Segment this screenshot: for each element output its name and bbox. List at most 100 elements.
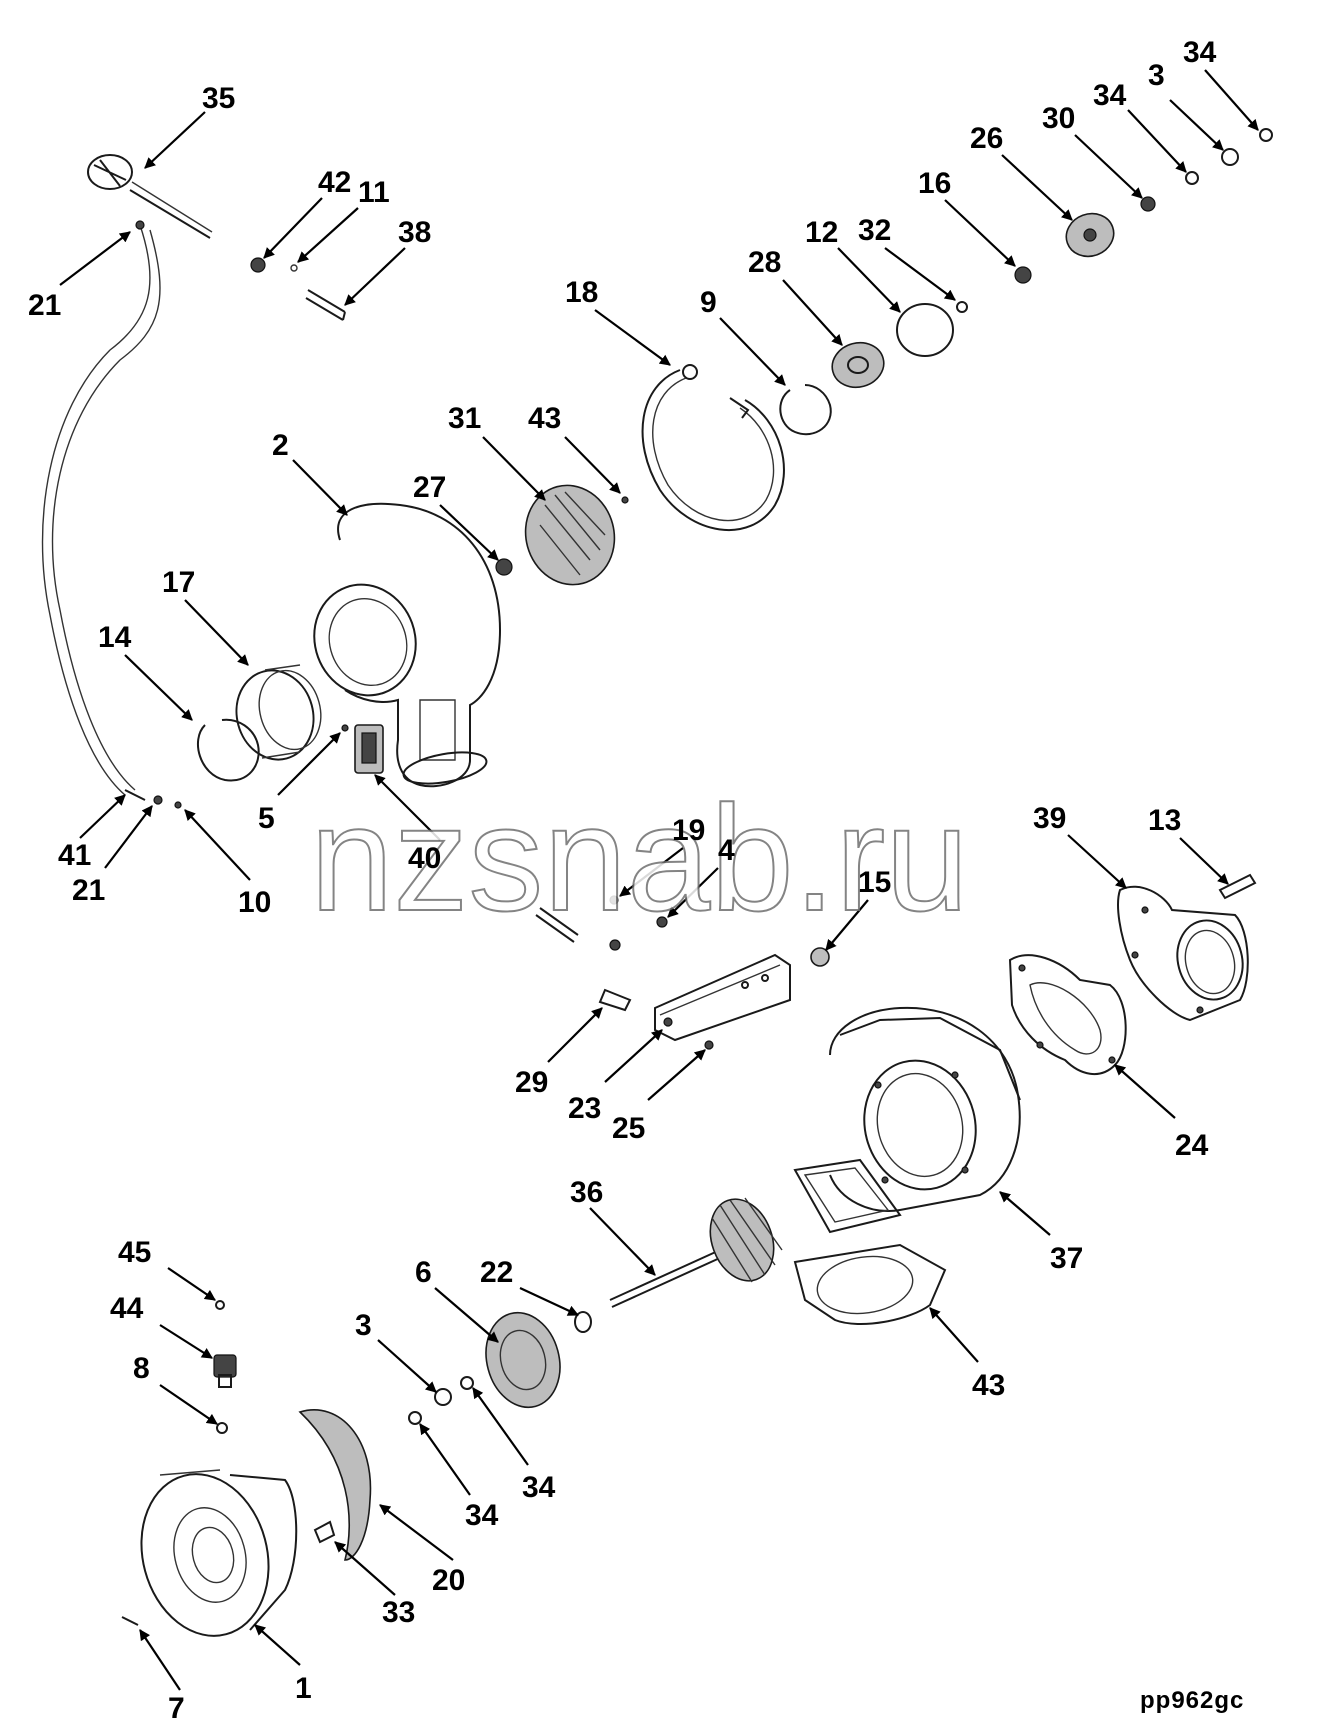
part-27-nut (495, 558, 513, 576)
callout-15: 15 (858, 866, 891, 899)
part-4-nut (656, 916, 668, 928)
part-31-compressor-wheel (524, 484, 616, 586)
callout-43: 43 (972, 1369, 1005, 1402)
callout-13: 13 (1148, 804, 1181, 837)
part-34-ring-lower-b (408, 1411, 422, 1425)
callout-22: 22 (480, 1256, 513, 1289)
callout-30: 30 (1042, 102, 1075, 135)
callout-20: 20 (432, 1564, 465, 1597)
callout-29: 29 (515, 1066, 548, 1099)
callout-37: 37 (1050, 1242, 1083, 1275)
callout-31: 31 (448, 402, 481, 435)
part-26-thrust-collar (1065, 212, 1115, 258)
callout-14: 14 (98, 621, 132, 654)
callout-21: 21 (72, 874, 105, 907)
callout-34: 34 (1093, 79, 1127, 112)
part-38-bolt (305, 289, 346, 321)
part-24-gasket (1008, 954, 1127, 1075)
callout-32: 32 (858, 214, 891, 247)
part-10-screw (174, 801, 182, 809)
part-23-bracket (654, 953, 791, 1042)
callout-39: 39 (1033, 802, 1066, 835)
part-1-bearing-housing (140, 1469, 298, 1637)
leader-arrows (59, 69, 1259, 1691)
part-3-spacer-top (1221, 148, 1239, 166)
callout-labels: 35 34 3 34 30 26 16 32 12 28 9 18 42 11 … (28, 36, 1217, 1725)
part-13-bolt (1218, 873, 1257, 900)
part-44-plug (213, 1354, 237, 1388)
callout-33: 33 (382, 1596, 415, 1629)
callout-34: 34 (465, 1499, 499, 1532)
part-36-turbine-shaft (609, 1197, 783, 1308)
part-42-nut (250, 257, 266, 273)
callout-4: 4 (718, 834, 735, 867)
part-19-stud (535, 907, 579, 943)
part-7-screw (121, 1616, 139, 1626)
oil-drain-hose (51, 229, 161, 791)
callout-41: 41 (58, 839, 91, 872)
part-33-pin (313, 1520, 336, 1544)
callout-38: 38 (398, 216, 431, 249)
parts-artwork (41, 128, 1273, 1637)
callout-6: 6 (415, 1256, 432, 1289)
callout-3: 3 (1148, 59, 1165, 92)
part-43-turbine-gasket (793, 1243, 947, 1326)
part-18-v-band-clamp (641, 364, 785, 531)
part-41-fitting (124, 789, 146, 801)
callout-12: 12 (805, 216, 838, 249)
part-30-nut (1140, 196, 1156, 212)
part-22-piston-ring (574, 1311, 592, 1333)
part-3-spacer-lower (434, 1388, 452, 1406)
part-34-ring-top-b (1259, 128, 1273, 142)
part-5-pin (341, 724, 349, 732)
part-14-snap-ring (196, 718, 260, 782)
drawing-code: pp962gc (1140, 1687, 1244, 1714)
part-34-ring-lower-a (460, 1376, 474, 1390)
callout-9: 9 (700, 286, 717, 319)
part-37-turbine-housing (793, 1006, 1021, 1234)
callout-36: 36 (570, 1176, 603, 1209)
part-9-snap-ring (779, 384, 832, 436)
callout-42: 42 (318, 166, 351, 199)
callout-21: 21 (28, 289, 61, 322)
callout-1: 1 (295, 1672, 312, 1705)
callout-10: 10 (238, 886, 271, 919)
callout-24: 24 (1175, 1129, 1209, 1162)
part-8-o-ring (216, 1422, 228, 1434)
part-32-ring (956, 301, 968, 313)
callout-34: 34 (1183, 36, 1217, 69)
part-34-ring-top-a (1185, 171, 1199, 185)
part-20-oil-deflector (298, 1409, 372, 1561)
part-17-bushing (235, 664, 322, 761)
part-25-nut (704, 1040, 714, 1050)
part-45-washer (215, 1300, 225, 1310)
callout-5: 5 (258, 802, 275, 835)
part-15-plug (810, 947, 830, 967)
callout-16: 16 (918, 167, 951, 200)
callout-43: 43 (528, 402, 561, 435)
part-6-heat-shield (485, 1311, 561, 1409)
part-21-clamp-lower (153, 795, 163, 805)
watermark: nzsnab.ru (310, 774, 969, 942)
part-16-nut (1014, 266, 1032, 284)
callout-18: 18 (565, 276, 598, 309)
callout-40: 40 (408, 842, 441, 875)
callout-17: 17 (162, 566, 195, 599)
part-43-washer-upper (621, 496, 629, 504)
callout-7: 7 (168, 1692, 185, 1725)
callout-35: 35 (202, 82, 235, 115)
callout-27: 27 (413, 471, 446, 504)
callout-44: 44 (110, 1292, 144, 1325)
callout-3: 3 (355, 1309, 372, 1342)
part-28-bearing (831, 341, 885, 389)
part-29-fitting (598, 988, 632, 1012)
part-40-insert (354, 724, 384, 774)
callout-19: 19 (672, 814, 705, 847)
part-35-clamp (87, 154, 213, 239)
callout-34: 34 (522, 1471, 556, 1504)
callout-26: 26 (970, 122, 1003, 155)
callout-8: 8 (133, 1352, 150, 1385)
callout-28: 28 (748, 246, 781, 279)
part-11-washer (290, 264, 298, 272)
